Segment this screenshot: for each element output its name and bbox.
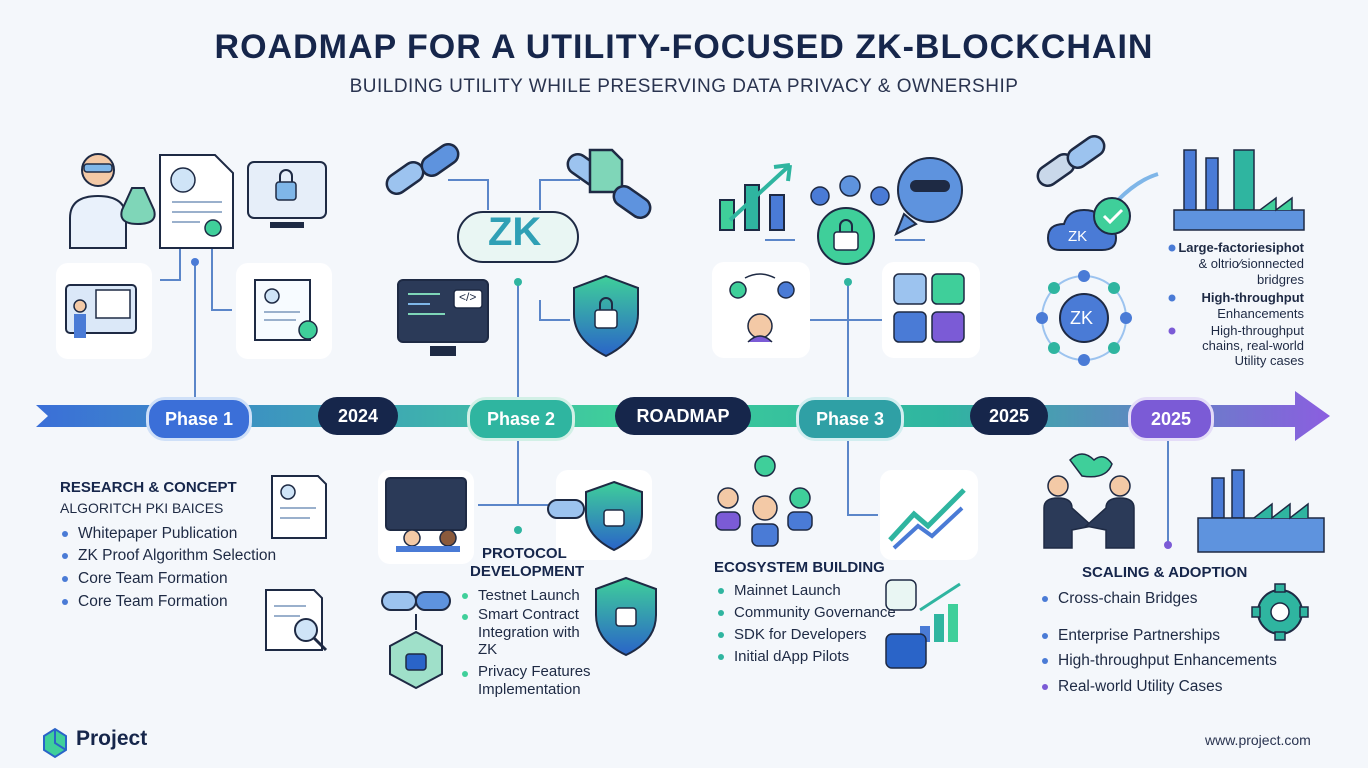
phase-2-item-line: Implementation <box>478 681 581 698</box>
phase-4-heading: SCALING & ADOPTION <box>1082 564 1248 581</box>
code-tag: </> <box>459 290 477 304</box>
phase-2-item: Smart Contract Integration with ZK <box>462 606 580 659</box>
timeline-marker-2024: 2024 <box>318 397 398 435</box>
brand-logo-icon <box>43 727 67 759</box>
phase-2-heading: PROTOCOL <box>482 545 567 562</box>
growth-chart-icon <box>880 470 978 560</box>
chain-lock-icon <box>381 591 451 690</box>
magnifier-document-icon <box>265 589 328 652</box>
monitor-lock-icon <box>247 161 327 228</box>
footer-url[interactable]: www.project.com <box>1205 732 1311 748</box>
chain-document-icon <box>566 148 652 219</box>
factory-icon <box>1197 469 1325 553</box>
phase-4-item: Enterprise Partnerships <box>1042 625 1220 647</box>
phase-2-item-line: Privacy Features <box>478 663 591 680</box>
phase-4-top-item-line: bridgres <box>1257 272 1304 287</box>
page-title: ROADMAP FOR A UTILITY-FOCUSED ZK-BLOCKCH… <box>214 28 1154 66</box>
phase-2-item-line: ZK <box>478 641 498 658</box>
phase-2-item-line: Testnet Launch <box>478 587 580 604</box>
phase-4-top-item-line: High-throughput <box>1201 290 1304 305</box>
phase-4-top-item: High-throughput Enhancements <box>1150 290 1304 322</box>
timeline-marker-2025: 2025 <box>970 397 1048 435</box>
factory-icon <box>1173 149 1305 231</box>
timeline-marker-2025-phase-4: 2025 <box>1128 397 1214 441</box>
connector-dot <box>844 278 852 286</box>
phase-2-item: Testnet Launch <box>462 585 580 607</box>
phase-4-top-item-line: Large-factoriesiphot <box>1178 240 1304 255</box>
timeline-marker-phase-2: Phase 2 <box>467 397 575 441</box>
masked-user-chat-icon <box>894 157 963 237</box>
connector-lines <box>160 179 1169 545</box>
developers-desk-icon <box>378 470 474 564</box>
page-subtitle: BUILDING UTILITY WHILE PRESERVING DATA P… <box>349 76 1019 97</box>
phase-4-top-item-line: Enhancements <box>1217 306 1304 321</box>
zk-network-icon <box>1036 270 1132 366</box>
community-network-icon <box>715 455 813 547</box>
brand-name: Project <box>76 727 148 750</box>
phase-4-item: Real-world Utility Cases <box>1042 676 1223 698</box>
document-certificate-icon <box>271 475 327 539</box>
timeline-marker-phase-3: Phase 3 <box>796 397 904 441</box>
connector-dot <box>191 258 199 266</box>
shield-lock-icon <box>573 274 639 358</box>
chain-link-icon <box>1036 135 1159 202</box>
community-lock-icon <box>810 175 890 265</box>
timeline-marker-roadmap: ROADMAP <box>615 397 751 435</box>
document-certificate-icon <box>159 154 234 249</box>
phase-1-item: ZK Proof Algorithm Selection <box>61 545 276 567</box>
zk-cloud-label: ZK <box>1068 228 1088 245</box>
phase-2-item-line: Smart Contract <box>478 606 579 623</box>
connector-dot <box>1164 541 1172 549</box>
shield-lock-icon <box>595 576 657 657</box>
chain-link-icon <box>385 143 460 195</box>
code-monitor-icon <box>397 279 489 356</box>
phase-1-heading: RESEARCH & CONCEPT <box>60 479 237 496</box>
phase-3-item: Initial dApp Pilots <box>717 646 849 668</box>
phase-4-top-item: Large-factoriesiphot & oltrio⁄sionnected… <box>1150 240 1304 288</box>
phase-4-top-item-line: chains, real-world <box>1202 338 1304 353</box>
user-cycle-icon <box>712 262 810 358</box>
phase-1-item: Whitepaper Publication <box>61 523 237 545</box>
lecture-screen-icon <box>56 263 152 359</box>
phase-2-heading: DEVELOPMENT <box>470 563 585 580</box>
phase-2-item-line: Integration with <box>478 623 580 641</box>
diploma-scroll-icon <box>236 263 332 359</box>
handshake-icon <box>1043 453 1135 549</box>
connector-dot <box>514 526 522 534</box>
phase-4-top-item-line: Utility cases <box>1234 353 1304 368</box>
zk-chain-label: ZK <box>488 210 542 254</box>
scientist-icon <box>69 153 156 249</box>
phase-3-item: SDK for Developers <box>718 624 867 646</box>
timeline-marker-phase-1: Phase 1 <box>146 397 252 441</box>
phase-4-top-item: High-throughput chains, real-world Utili… <box>1150 323 1304 368</box>
apps-grid-icon <box>882 262 980 358</box>
chain-shield-icon <box>547 470 652 560</box>
phase-4-item: High-throughput Enhancements <box>1042 650 1277 672</box>
phase-4-top-item-line: High-throughput <box>1210 323 1304 338</box>
zk-network-label: ZK <box>1070 308 1094 328</box>
phase-3-heading: ECOSYSTEM BUILDING <box>714 559 885 576</box>
sdk-bars-icon <box>885 579 961 669</box>
zk-cloud-check-icon <box>1046 197 1131 251</box>
connector-dot <box>514 278 522 286</box>
phase-4-item: Cross-chain Bridges <box>1042 588 1198 610</box>
zk-chain-icon <box>457 211 579 263</box>
phase-1-item: Core Team Formation <box>62 568 228 590</box>
phase-1-subheading: ALGORITCH PKI BAICES <box>60 500 224 516</box>
gear-icon <box>1251 583 1309 641</box>
phase-2-item: Privacy Features Implementation <box>462 663 591 699</box>
phase-1-item: Core Team Formation <box>62 591 228 613</box>
phase-4-top-item-line: & oltrio⁄sionnected <box>1198 256 1304 271</box>
phase-3-item: Mainnet Launch <box>718 580 841 602</box>
phase-3-item: Community Governance <box>718 602 896 624</box>
growth-arrows-icon <box>719 163 792 231</box>
